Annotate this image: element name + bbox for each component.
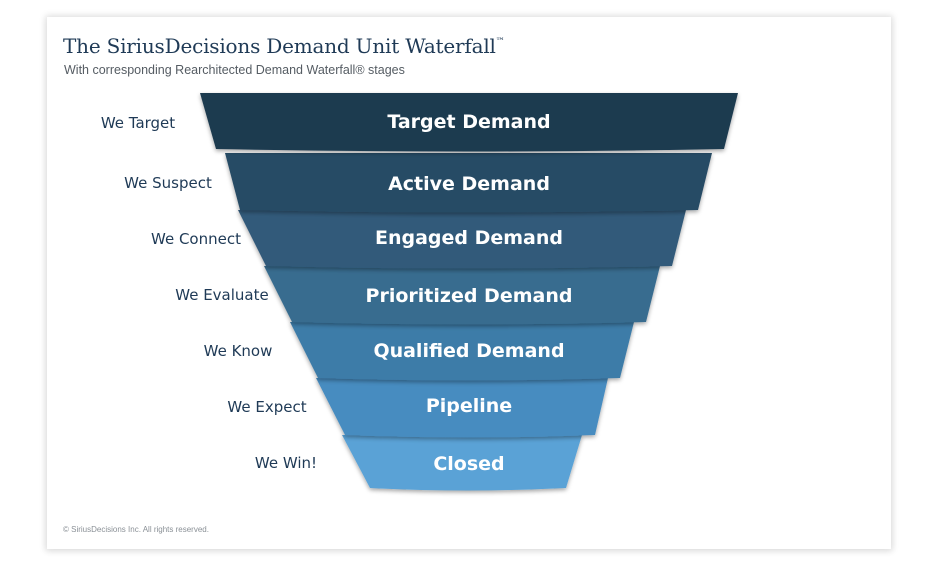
stage-label-target-demand: Target Demand [387, 111, 550, 133]
funnel-band-active-demand [225, 153, 712, 213]
funnel-band-prioritized-demand [264, 266, 660, 325]
row-label-we-expect: We Expect [227, 398, 306, 416]
stage-label-qualified-demand: Qualified Demand [373, 340, 564, 362]
funnel-band-qualified-demand [290, 322, 634, 381]
page-title: The SiriusDecisions Demand Unit Waterfal… [63, 34, 505, 58]
row-label-we-know: We Know [204, 342, 273, 360]
funnel-band-target-demand [200, 93, 738, 152]
funnel-band-pipeline [316, 378, 608, 438]
stage-label-closed: Closed [433, 453, 504, 475]
row-label-we-evaluate: We Evaluate [175, 286, 268, 304]
stage-label-active-demand: Active Demand [388, 173, 550, 195]
stage-label-prioritized-demand: Prioritized Demand [366, 285, 573, 307]
stage-label-engaged-demand: Engaged Demand [375, 227, 563, 249]
row-label-we-connect: We Connect [151, 230, 241, 248]
row-label-we-target: We Target [101, 114, 175, 132]
row-label-we-suspect: We Suspect [124, 174, 212, 192]
row-label-we-win: We Win! [255, 454, 317, 472]
funnel-band-closed [342, 435, 582, 491]
stage-label-pipeline: Pipeline [426, 395, 512, 417]
copyright-notice: © SiriusDecisions Inc. All rights reserv… [63, 525, 209, 534]
funnel-band-engaged-demand [238, 210, 686, 269]
page-subtitle: With corresponding Rearchitected Demand … [64, 63, 405, 77]
title-text: The SiriusDecisions Demand Unit Waterfal… [63, 34, 496, 58]
trademark-mark: ™ [495, 37, 505, 47]
